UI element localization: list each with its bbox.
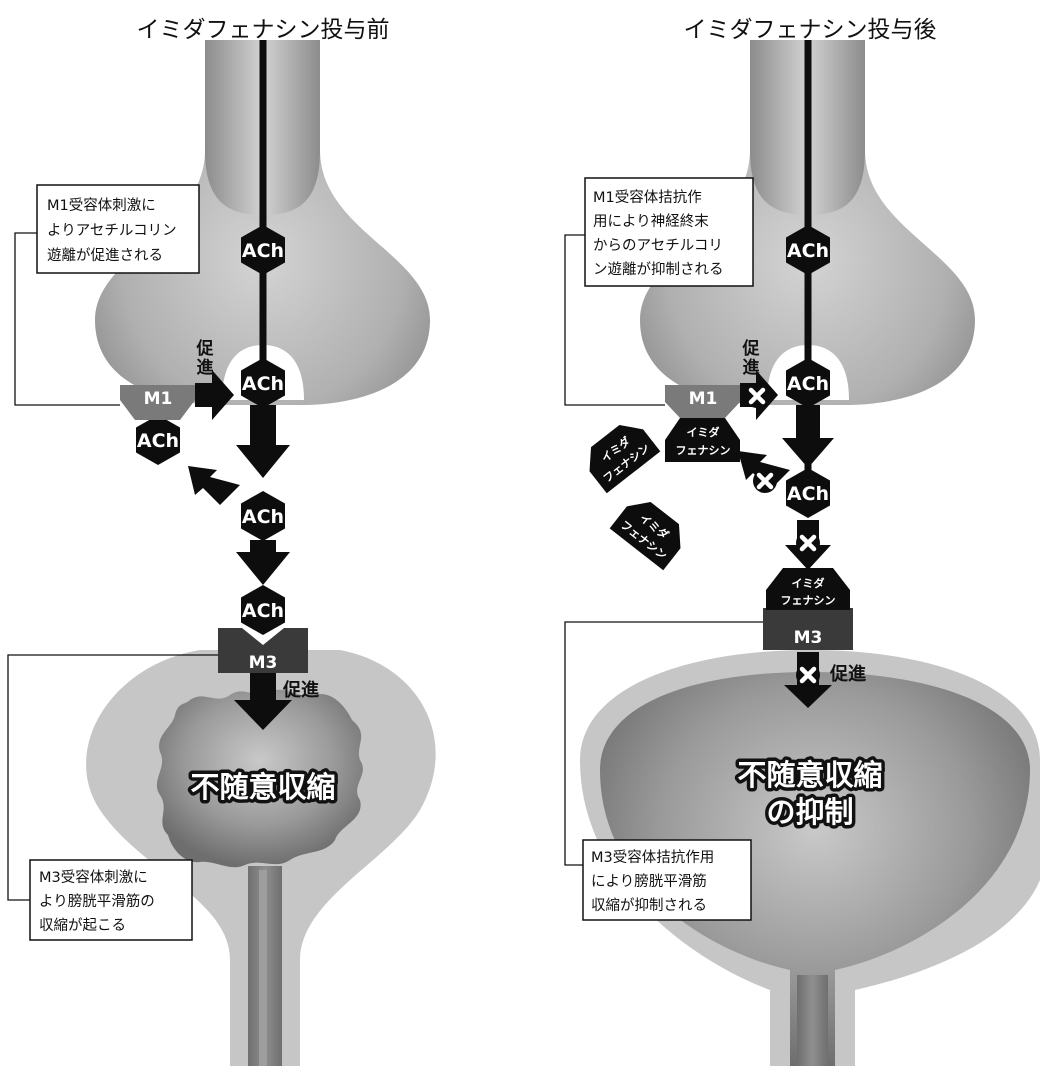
ach-released-after: ACh [786,358,830,408]
note-box-bottom-after [582,839,752,921]
svg-text:用により神経終末: 用により神経終末 [593,213,709,230]
promote-label-after: 促進 [829,663,866,685]
note-text-top-after: M1受容体拮抗作 用により神経終末 からのアセチルコリ ン遊離が抑制される [593,189,724,278]
svg-text:M3受容体刺激に: M3受容体刺激に [39,869,148,886]
effect-label-after-line1: 不随意収縮 [737,758,882,792]
ach-bound-m3: ACh [241,585,285,635]
block-x-ach-m1 [753,469,777,493]
bladder-contracted [86,650,436,1066]
svg-text:フェナシン: フェナシン [676,444,731,457]
m3-label: M3 [249,653,278,673]
ach-vesicle-after: ACh [786,225,830,275]
arrow-ach-to-m1 [188,466,240,505]
svg-text:ACh: ACh [242,600,284,622]
promote-label: 促進 [282,679,319,701]
callout-leader-bottom [7,654,218,901]
m3-receptor-after [763,608,853,650]
note-box-top [36,184,200,274]
panel-after: イミダフェナシン投与後 ACh ACh ACh M1 [564,17,1040,1066]
note-text-bottom: M3受容体刺激に より膀胱平滑筋の 収縮が起こる [39,869,155,934]
m1-label: M1 [144,389,173,409]
drug-free-2: イミダ フェナシン [609,502,681,571]
svg-text:からのアセチルコリ: からのアセチルコリ [593,237,723,254]
svg-text:イミダ: イミダ [687,425,720,439]
svg-text:促: 促 [742,338,760,359]
note-text-top: M1受容体刺激に よりアセチルコリン 遊離が促進される [47,197,177,264]
svg-text:M1受容体拮抗作: M1受容体拮抗作 [593,189,702,206]
effect-label: 不随意収縮 [190,770,335,804]
svg-text:フェナシン: フェナシン [781,594,836,607]
promote-label-vertical: 促 進 [196,338,214,378]
svg-text:ACh: ACh [242,506,284,528]
panel-before-title: イミダフェナシン投与前 [137,17,390,43]
svg-text:M1受容体刺激に: M1受容体刺激に [47,197,156,214]
block-x-m3 [796,531,820,555]
svg-text:ACh: ACh [242,240,284,262]
note-text-bottom-after: M3受容体拮抗作用 により膀胱平滑筋 収縮が抑制される [591,849,714,914]
ach-bound-m1: ACh [136,415,180,465]
drug-free-1: イミダ フェナシン [589,425,661,494]
callout-leader-top [14,232,120,406]
panel-before: イミダフェナシン投与前 ACh ACh ACh ACh ACh M1 [7,17,436,1066]
ach-vesicle: ACh [241,225,285,275]
block-x-contraction [796,663,820,687]
svg-text:遊離が促進される: 遊離が促進される [47,246,163,264]
svg-text:により膀胱平滑筋: により膀胱平滑筋 [591,873,707,890]
m3-label-after: M3 [794,628,823,648]
svg-text:ACh: ACh [242,373,284,395]
svg-text:より膀胱平滑筋の: より膀胱平滑筋の [39,893,155,910]
ach-released: ACh [241,358,285,408]
callout-leader-top-after [564,234,665,406]
svg-text:ACh: ACh [787,483,829,505]
m1-label-after: M1 [689,389,718,409]
panel-after-title: イミダフェナシン投与後 [684,17,937,43]
svg-text:ACh: ACh [787,373,829,395]
svg-text:進: 進 [197,358,214,378]
note-box-top-after [584,177,754,287]
block-x-m1 [745,384,769,408]
svg-text:収縮が抑制される: 収縮が抑制される [591,897,707,914]
svg-text:イミダ: イミダ [792,576,825,590]
ach-cleft-after: ACh [786,468,830,518]
arrow-cleft-down [236,540,290,585]
svg-text:M3受容体拮抗作用: M3受容体拮抗作用 [591,849,714,866]
arrow-m3-contraction [234,672,292,730]
note-box-bottom [29,859,193,941]
m1-receptor [120,385,195,420]
svg-text:ACh: ACh [137,430,179,452]
drug-on-m1: イミダ フェナシン [665,418,740,462]
m3-receptor [218,628,308,673]
effect-label-after-line2: の抑制 [766,795,853,829]
arrow-promote-m1 [195,370,234,420]
svg-text:収縮が起こる: 収縮が起こる [39,917,126,934]
svg-text:ン遊離が抑制される: ン遊離が抑制される [593,260,724,278]
svg-text:ACh: ACh [787,240,829,262]
ach-cleft: ACh [241,491,285,541]
promote-label-vertical-after: 促 進 [742,338,760,378]
svg-text:よりアセチルコリン: よりアセチルコリン [47,223,177,239]
svg-text:進: 進 [743,358,760,378]
arrow-release-down-after [782,405,834,468]
svg-text:促: 促 [196,338,214,359]
callout-leader-bottom-after [564,621,763,866]
arrow-release-down [236,405,290,478]
bladder-relaxed [580,650,1040,1066]
m1-receptor-after [665,385,740,418]
drug-on-m3: イミダ フェナシン [766,568,850,610]
